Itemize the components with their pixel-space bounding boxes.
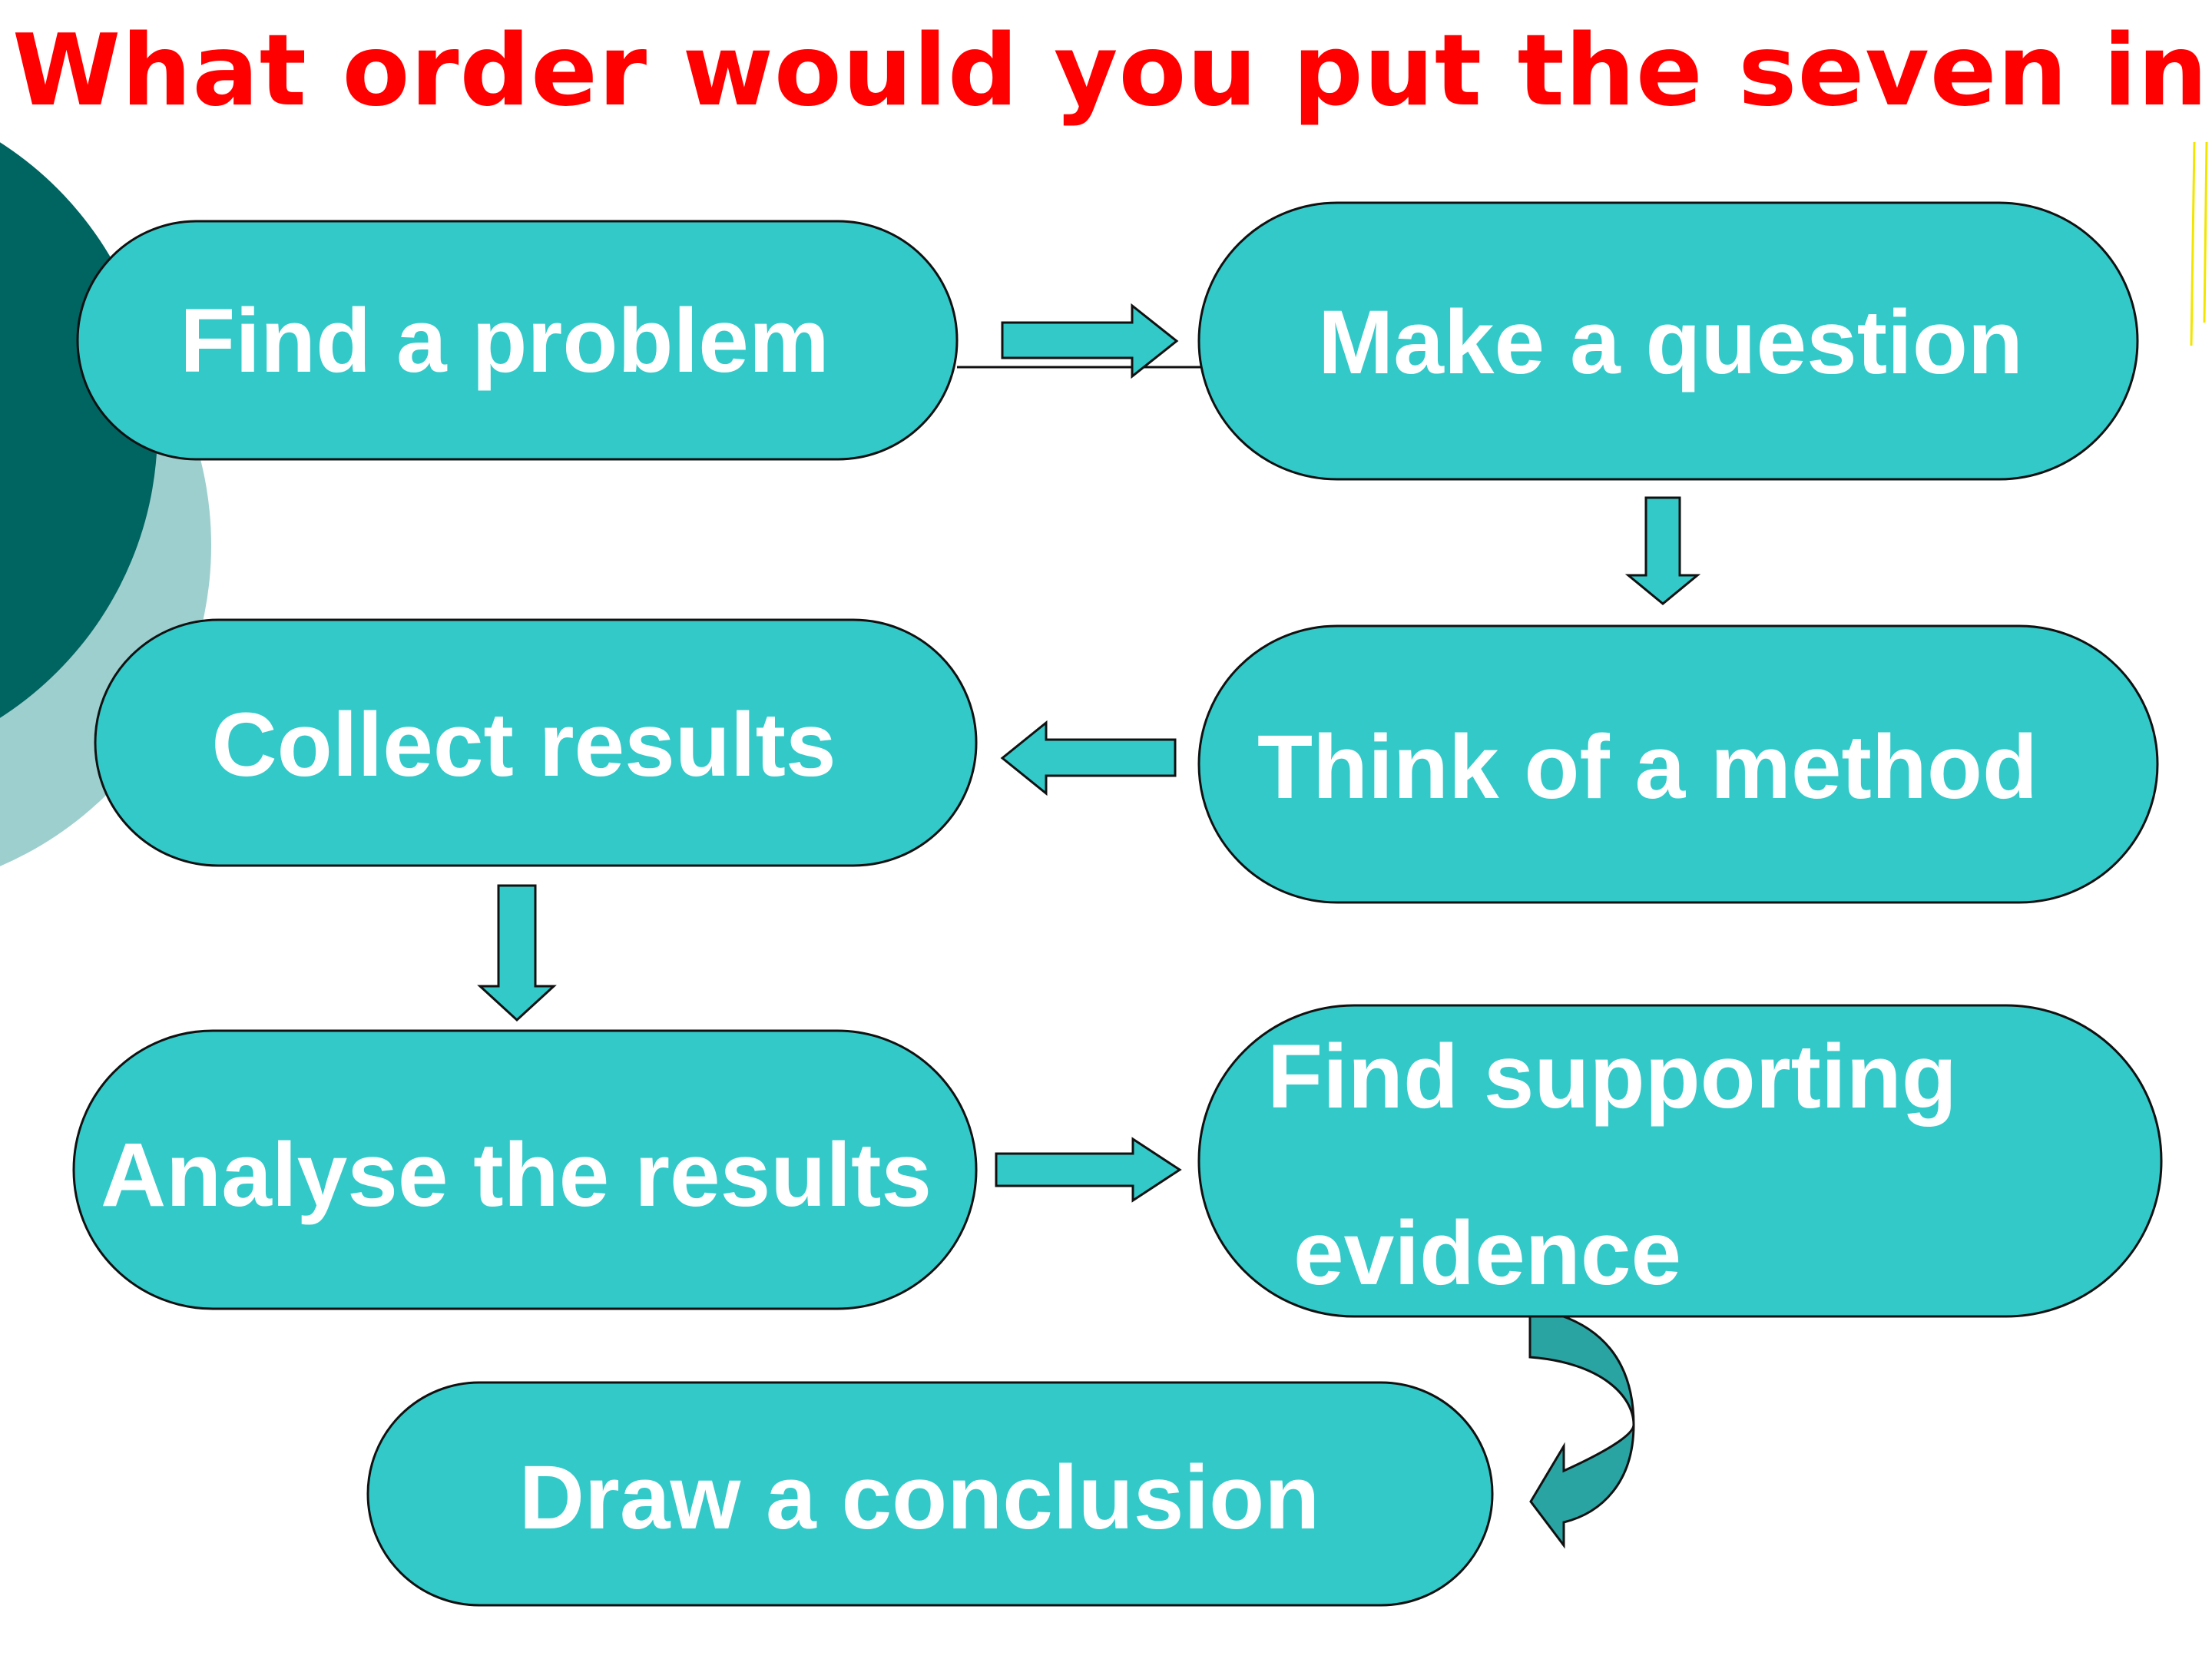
step-label: Draw a conclusion [519,1447,1320,1548]
arrow-right-icon [1001,303,1179,379]
arrow-down-icon [477,884,557,1022]
step-label: Find supporting [1267,1026,1957,1128]
step-node-collect-results: Collect results [94,618,978,867]
step-label: Think of a method [1257,717,2038,818]
step-node-make-question: Make a question [1197,201,2139,481]
step-node-draw-conclusion: Draw a conclusion [366,1381,1494,1607]
step-node-find-evidence: Find supporting evidence [1197,1004,2163,1318]
step-label: Analyse the results [101,1124,932,1226]
step-nodes: Find a problem Make a question Think of … [72,201,2163,1607]
decor-edge-line [2203,141,2208,323]
step-label: Collect results [211,694,836,796]
decor-edge-line [2190,141,2196,346]
step-node-think-method: Think of a method [1197,624,2159,904]
arrow-down-icon [1624,496,1701,605]
step-node-analyse-results: Analyse the results [72,1029,978,1310]
arrows [477,303,1701,1549]
curved-arrow-icon [1528,1306,1635,1549]
slide-title: What order would you put the seven in? [12,14,2212,128]
title-band [0,0,2212,141]
step-node-find-problem: Find a problem [76,220,959,461]
step-label: Find a problem [180,290,830,392]
step-label: evidence [1293,1203,1681,1304]
arrow-left-icon [1000,720,1177,796]
step-label: Make a question [1318,292,2023,393]
arrow-right-icon [995,1137,1182,1203]
